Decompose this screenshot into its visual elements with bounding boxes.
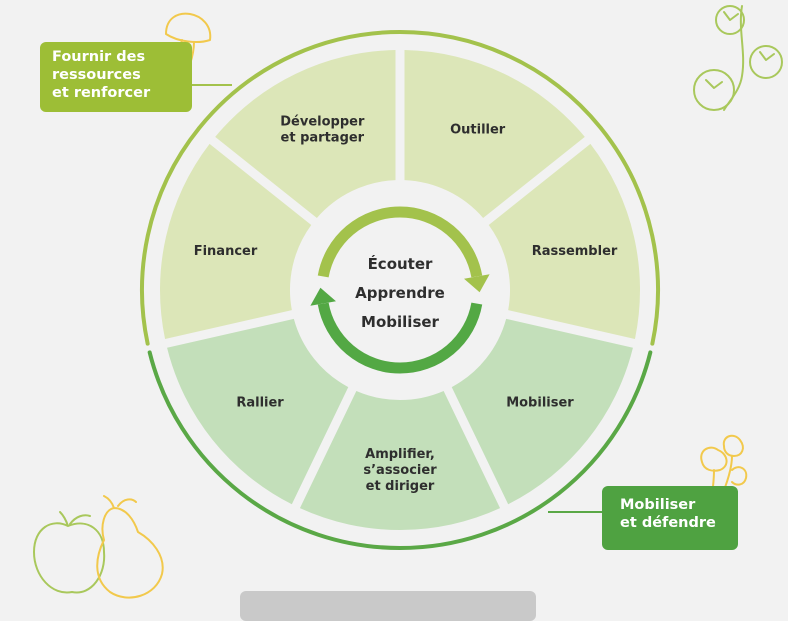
segment-label-rallier: Rallier [236, 396, 284, 411]
center-label-mobiliser: Mobiliser [361, 313, 439, 331]
cycle-arrow-top [317, 206, 483, 278]
center-label-ecouter: Écouter [368, 254, 433, 273]
bottom-bar [240, 591, 536, 621]
segment-label-line: Rallier [236, 396, 284, 411]
tomato-vine-icon [693, 5, 783, 111]
segment-outiller [404, 50, 585, 218]
segment-financer [160, 143, 312, 340]
cycle-diagram: OutillerRassemblerMobiliserAmplifier,s’a… [33, 5, 783, 599]
segment-label-line: Financer [194, 244, 258, 259]
center-cycle [310, 206, 490, 374]
callout-fournir: Fournir des ressources et renforcer [40, 42, 192, 112]
segment-developper [215, 50, 396, 218]
segment-ring: OutillerRassemblerMobiliserAmplifier,s’a… [160, 50, 641, 530]
segment-label-line: et diriger [366, 479, 435, 494]
cycle-arrow-top-head-icon [464, 274, 490, 293]
outer-arc-top [140, 30, 660, 346]
apple-pear-icon [33, 495, 164, 599]
segment-amplifier [299, 390, 501, 530]
callout-mobiliser-line2: et défendre [620, 515, 716, 531]
segment-label-line: s’associer [363, 463, 437, 478]
segment-rallier [167, 318, 349, 505]
callout-fournir-line2: ressources [52, 67, 141, 83]
segment-label-financer: Financer [194, 244, 258, 259]
segment-label-line: Développer [280, 115, 365, 130]
callout-mobiliser-line1: Mobiliser [620, 497, 696, 513]
cycle-arrow-bottom-head-icon [310, 287, 336, 306]
segment-label-line: et partager [281, 131, 365, 146]
segment-rassembler [488, 143, 641, 340]
cycle-arrow-bottom [317, 302, 483, 374]
segment-mobiliser [451, 318, 633, 505]
segment-label-line: Rassembler [532, 244, 618, 259]
callout-mobiliser-defendre: Mobiliser et défendre [602, 486, 738, 550]
callout-fournir-line1: Fournir des [52, 49, 146, 65]
center-text: Écouter Apprendre Mobiliser [355, 254, 445, 331]
outer-arc-bottom [147, 350, 653, 550]
segment-label-outiller: Outiller [450, 123, 506, 138]
segment-label-line: Outiller [450, 123, 506, 138]
segment-label-mobiliser: Mobiliser [506, 396, 574, 411]
segment-label-line: Mobiliser [506, 396, 574, 411]
callout-fournir-line3: et renforcer [52, 85, 151, 101]
center-label-apprendre: Apprendre [355, 284, 445, 302]
segment-label-rassembler: Rassembler [532, 244, 618, 259]
segment-label-line: Amplifier, [365, 447, 435, 462]
outer-arcs [140, 30, 660, 550]
